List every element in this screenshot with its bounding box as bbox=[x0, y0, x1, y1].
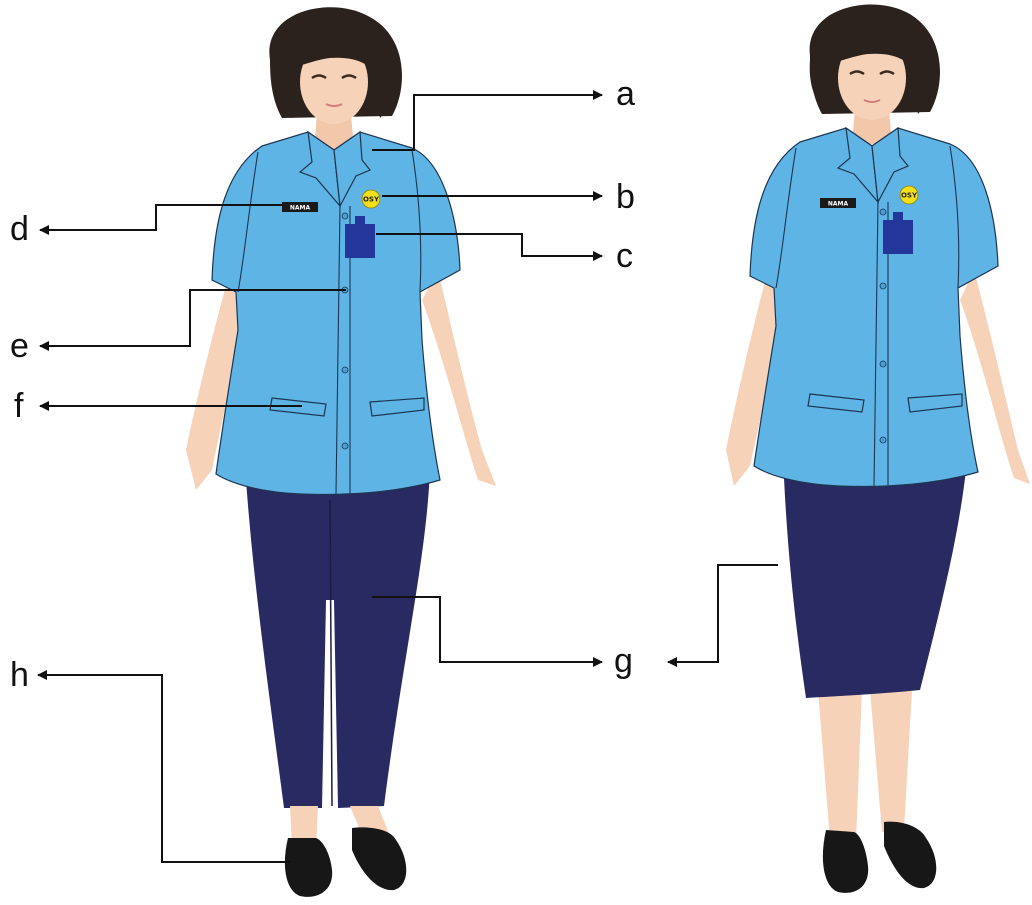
leg-left bbox=[818, 690, 862, 840]
button bbox=[880, 361, 886, 367]
id-card-clip bbox=[893, 212, 903, 222]
id-card bbox=[345, 224, 375, 258]
leg-right bbox=[870, 690, 912, 832]
leader-g-right bbox=[668, 565, 778, 662]
button bbox=[342, 443, 348, 449]
shoe-left bbox=[823, 830, 868, 893]
name-tag-text: NAMA bbox=[290, 205, 311, 212]
button bbox=[342, 213, 348, 219]
leader-a bbox=[372, 95, 602, 150]
name-tag-text: NAMA bbox=[828, 201, 849, 208]
id-card bbox=[883, 220, 913, 254]
figure-right-skirt: NAMA OSY bbox=[726, 4, 1030, 892]
badge-text: OSY bbox=[363, 196, 380, 204]
button bbox=[880, 437, 886, 443]
button bbox=[880, 283, 886, 289]
label-h: h bbox=[10, 656, 29, 694]
badge-text: OSY bbox=[901, 192, 918, 200]
button bbox=[880, 209, 886, 215]
label-b: b bbox=[616, 178, 635, 216]
shoe-left bbox=[285, 838, 332, 897]
figure-left-trousers: NAMA OSY bbox=[186, 7, 496, 897]
label-g: g bbox=[614, 642, 633, 680]
label-f: f bbox=[14, 387, 24, 425]
shoe-right bbox=[352, 827, 406, 890]
shoe-right bbox=[884, 822, 936, 888]
trousers bbox=[246, 470, 430, 808]
label-e: e bbox=[10, 327, 29, 365]
label-c: c bbox=[616, 237, 633, 275]
label-d: d bbox=[10, 210, 29, 248]
skirt bbox=[784, 470, 966, 698]
label-a: a bbox=[616, 75, 635, 113]
leader-h bbox=[38, 675, 290, 862]
button bbox=[342, 367, 348, 373]
id-card-clip bbox=[355, 216, 365, 226]
